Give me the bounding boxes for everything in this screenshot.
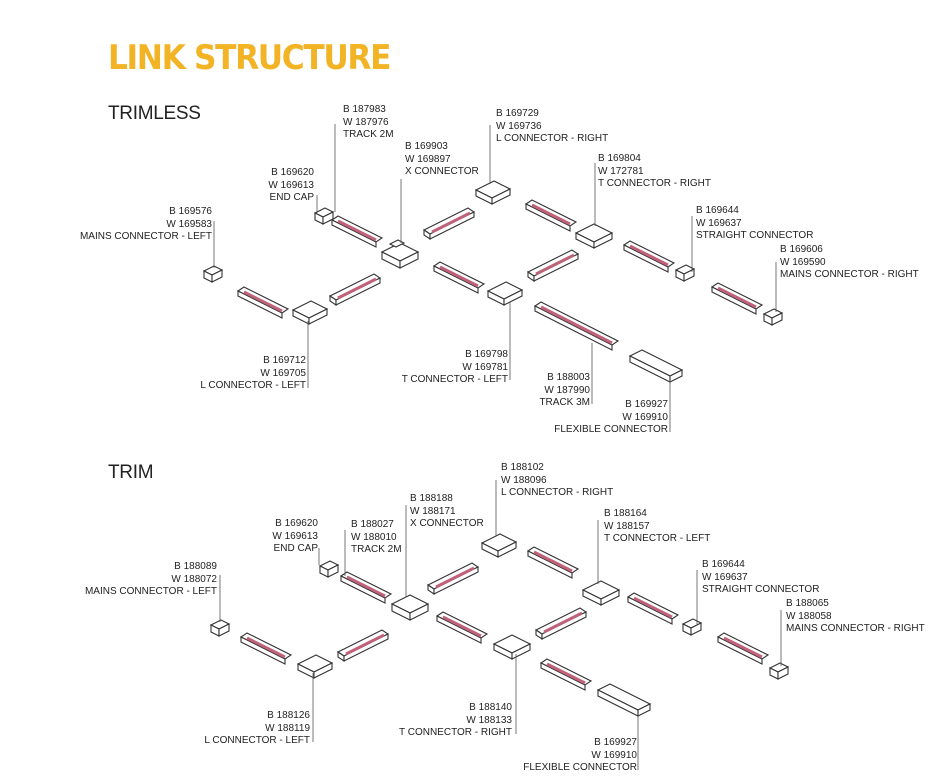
trim-l-connector-right-part xyxy=(480,533,518,558)
trim-mains-connector-left-part xyxy=(210,619,230,637)
trimless-straight-connector-part xyxy=(675,264,695,282)
trimless-track-segment xyxy=(526,248,580,283)
trimless-l-connector-right-part xyxy=(474,180,512,205)
trim-diagram xyxy=(210,480,789,770)
trim-track-segment xyxy=(435,610,489,645)
trimless-track-segment xyxy=(328,272,382,307)
page-title: LINK STRUCTURE xyxy=(108,38,391,78)
trimless-track-segment xyxy=(622,239,676,274)
trimless-track-segment xyxy=(710,281,764,316)
trim-x-connector-part xyxy=(390,594,430,621)
trimless-end-cap-part xyxy=(314,207,334,225)
section-heading-trimless: TRIMLESS xyxy=(108,103,201,124)
section-heading-trim: TRIM xyxy=(108,462,154,483)
trim-t-connector-right-part xyxy=(492,634,532,660)
trim-track-segment xyxy=(539,657,593,692)
trimless-diagram xyxy=(203,124,783,432)
trimless-track-segment xyxy=(236,285,290,320)
trimless-track-segment xyxy=(422,206,476,241)
trim-track-segment xyxy=(526,545,580,580)
trim-track-segment xyxy=(239,631,293,666)
trimless-track-segment xyxy=(432,260,486,295)
trim-track-segment xyxy=(336,628,390,663)
trimless-x-connector-part xyxy=(380,239,420,269)
trim-track-segment xyxy=(426,561,480,596)
trim-track-segment xyxy=(716,631,770,666)
trimless-track-segment xyxy=(524,198,578,233)
trim-mains-connector-right-part xyxy=(769,662,789,680)
trimless-mains-connector-left-part xyxy=(203,265,223,283)
trimless-l-connector-left-part xyxy=(291,300,329,325)
trim-t-connector-left-part xyxy=(581,580,621,606)
trimless-flexible-connector-part xyxy=(628,349,684,383)
trimless-mains-connector-right-part xyxy=(763,308,783,326)
trim-straight-connector-part xyxy=(682,618,702,636)
trim-flexible-connector-part xyxy=(596,683,652,717)
trim-track-segment xyxy=(534,606,588,641)
trim-track-2m-part xyxy=(339,570,393,605)
trimless-track-3m-part xyxy=(533,301,620,351)
trim-l-connector-left-part xyxy=(296,654,334,679)
trimless-t-connector-right-part xyxy=(574,223,614,249)
trimless-track-2m-part xyxy=(330,214,384,249)
trim-end-cap-part xyxy=(319,560,339,578)
trim-track-segment xyxy=(626,591,680,626)
trimless-t-connector-left-part xyxy=(486,281,524,306)
